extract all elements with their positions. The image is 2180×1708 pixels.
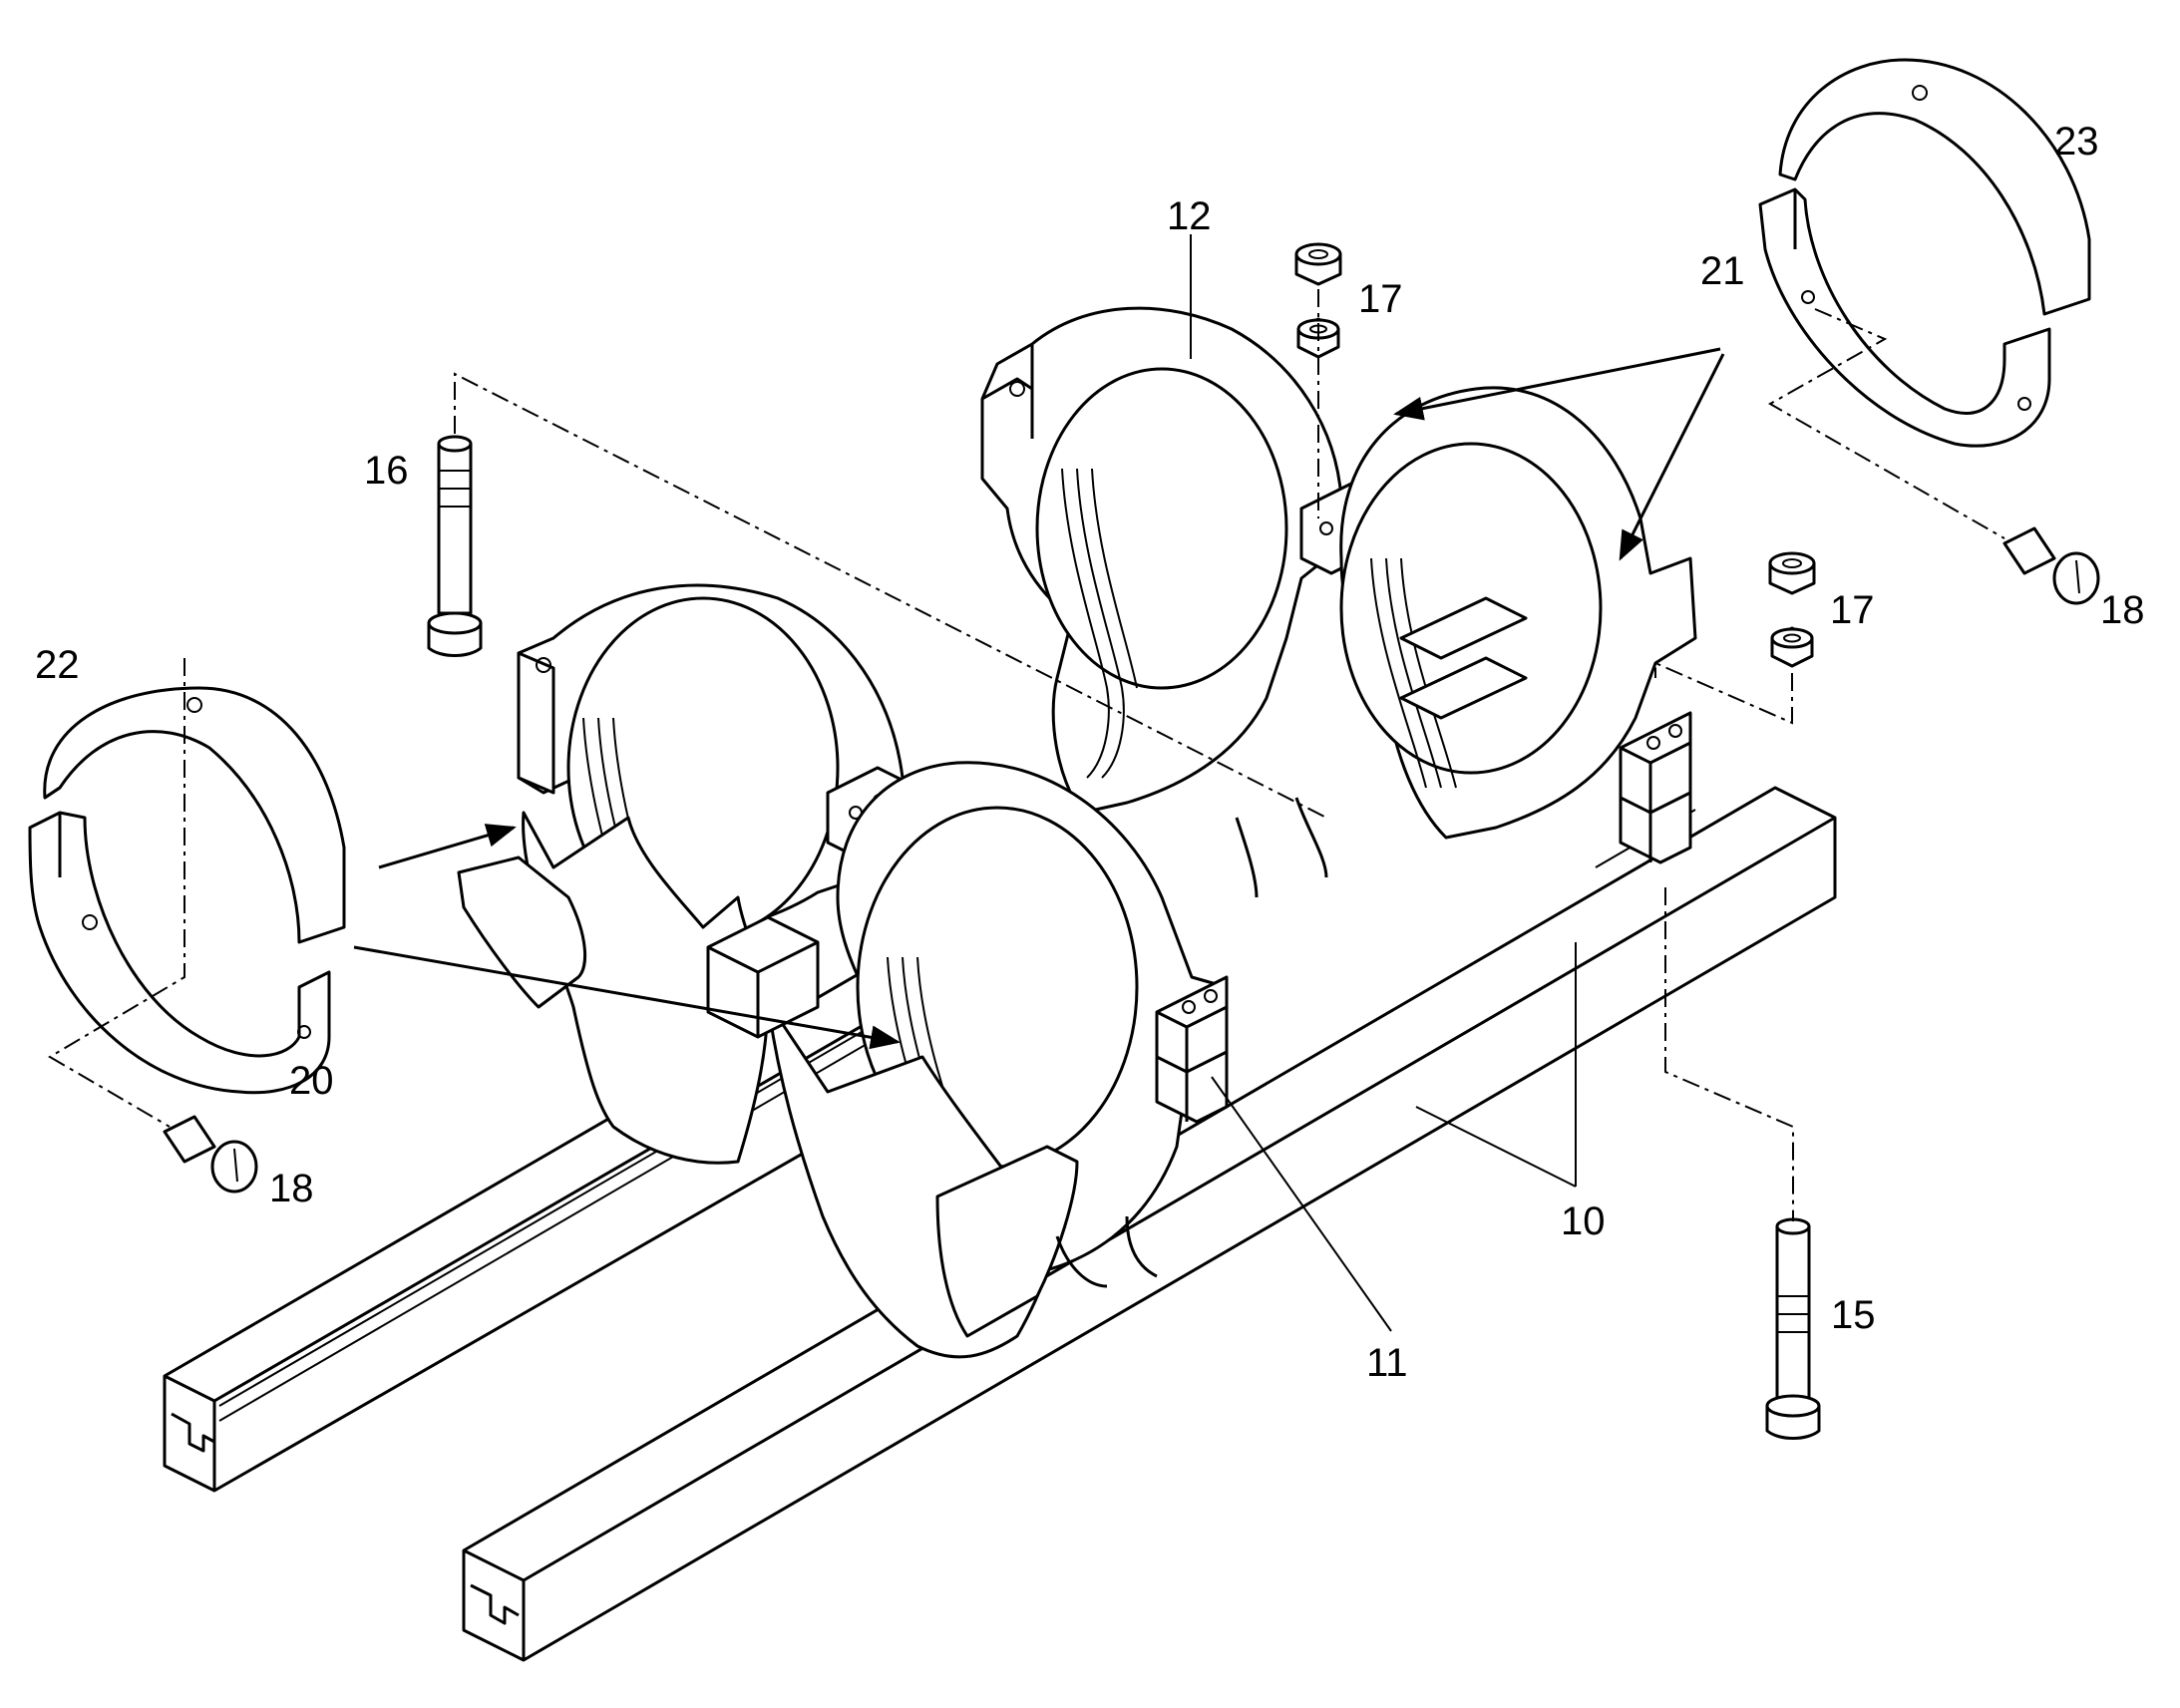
clamp-assembly-front [457,583,1229,1359]
callout-22: 22 [35,643,80,687]
callout-16: 16 [364,449,409,493]
assembly-arrows [353,347,1725,1050]
callout-labels: 10 11 12 15 16 17 17 18 18 20 21 22 23 [35,120,2145,1385]
callout-18-left: 18 [269,1167,314,1210]
screw-18-right [2002,526,2100,605]
callout-17-top: 17 [1358,277,1403,321]
bolt-16 [427,435,483,657]
callout-20: 20 [289,1059,334,1103]
callout-12: 12 [1167,194,1212,238]
leader-lines [1190,234,1577,1332]
rail-front [462,786,1837,1662]
callout-17-right: 17 [1830,588,1875,632]
callout-11: 11 [1366,1341,1408,1385]
callout-23: 23 [2054,120,2099,164]
assembly-center-lines [48,289,2005,1221]
nut-washer-17-top [1294,242,1342,359]
callout-21: 21 [1700,249,1745,293]
callout-15: 15 [1831,1293,1876,1337]
screw-18-left [163,1115,258,1194]
insert-ring-left [28,686,346,1095]
rail-back [163,900,1034,1493]
nut-washer-17-right [1768,551,1816,668]
callout-18-right: 18 [2100,588,2145,632]
bolt-15 [1765,1217,1821,1440]
insert-ring-right [1758,58,2091,448]
callout-10: 10 [1561,1199,1606,1243]
clamp-assembly-rear [980,306,1697,898]
